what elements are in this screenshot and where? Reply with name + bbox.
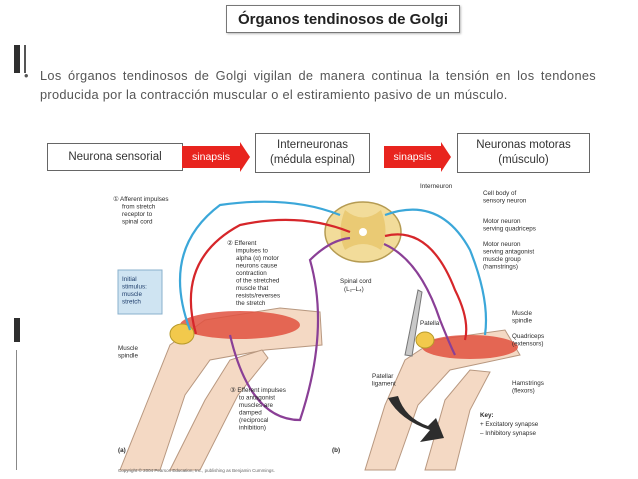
flow-box-sensory-label: Neurona sensorial	[68, 150, 162, 163]
flow-box-interneurons-line1: Interneuronas	[277, 139, 348, 151]
label-patella: Patella	[420, 320, 440, 327]
figure-copyright: Copyright © 2004 Pearson Education, Inc.…	[118, 467, 275, 473]
bullet-marker: •	[24, 68, 29, 83]
panel-a-label: (a)	[118, 447, 126, 454]
leg-b	[364, 289, 521, 471]
key-inhibitory: – Inhibitory synapse	[480, 430, 537, 437]
synapse-arrow-2: sinapsis	[384, 142, 451, 172]
panel-b-label: (b)	[332, 447, 340, 454]
label-quadriceps: Quadriceps(extensors)	[512, 333, 544, 348]
flow-box-motor-line2: (músculo)	[498, 154, 549, 166]
nerve-paths	[178, 200, 488, 422]
bullet-paragraph: • Los órganos tendinosos de Golgi vigila…	[24, 66, 596, 104]
label-hamstrings: Hamstrings(flexors)	[512, 380, 544, 395]
synapse-arrow-1: sinapsis	[182, 142, 250, 172]
label-interneuron: Interneuron	[420, 183, 453, 190]
slide-title: Órganos tendinosos de Golgi	[226, 5, 460, 33]
leg-a	[119, 307, 323, 471]
edge-line-top	[24, 45, 26, 73]
flow-box-motor: Neuronas motoras (músculo)	[457, 133, 590, 173]
edge-line-bottom	[16, 350, 17, 470]
key-title: Key:	[480, 412, 494, 419]
flow-box-motor-line1: Neuronas motoras	[476, 139, 571, 151]
synapse-arrow-2-label: sinapsis	[393, 151, 432, 163]
bullet-text: Los órganos tendinosos de Golgi vigilan …	[40, 68, 596, 102]
key-excitatory: + Excitatory synapse	[480, 421, 539, 428]
initial-stimulus-box	[117, 269, 163, 315]
flow-box-interneurons-line2: (médula espinal)	[269, 154, 355, 166]
synapse-arrow-1-label: sinapsis	[192, 151, 230, 163]
flow-box-sensory: Neurona sensorial	[47, 143, 183, 171]
flow-box-interneurons: Interneuronas (médula espinal)	[255, 133, 370, 173]
label-spinal-cord: Spinal cord(L₂–L₄)	[340, 278, 372, 293]
edge-bar-top	[14, 45, 20, 73]
spinal-cord	[324, 201, 402, 263]
edge-bar-bottom	[14, 318, 20, 342]
